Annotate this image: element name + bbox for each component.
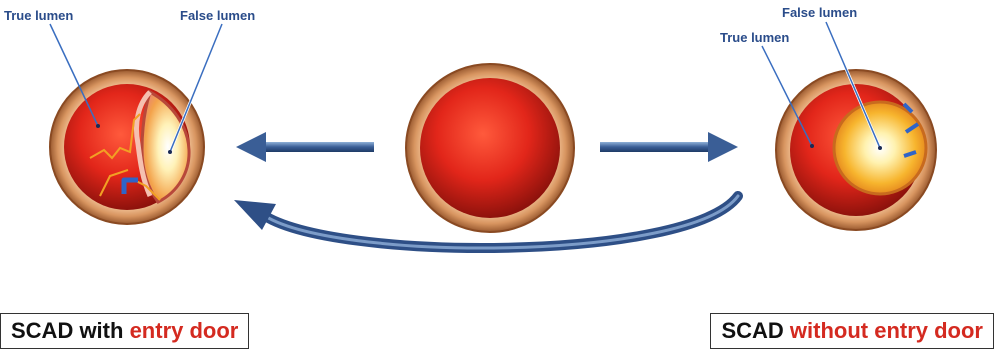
arrow-center-to-right bbox=[600, 132, 738, 162]
caption-left-prefix: SCAD with bbox=[11, 318, 130, 343]
caption-right: SCAD without entry door bbox=[710, 313, 994, 349]
left-true-lumen-dot bbox=[96, 124, 100, 128]
arrow-center-to-left bbox=[236, 132, 374, 162]
caption-left: SCAD with entry door bbox=[0, 313, 249, 349]
right-true-lumen-label: True lumen bbox=[720, 30, 789, 45]
center-vessel bbox=[406, 64, 574, 232]
right-true-lumen-dot bbox=[810, 144, 814, 148]
center-lumen bbox=[420, 78, 560, 218]
right-false-lumen-dot bbox=[878, 146, 882, 150]
left-false-lumen-label: False lumen bbox=[180, 8, 255, 23]
caption-left-highlight: entry door bbox=[130, 318, 239, 343]
right-false-lumen-label: False lumen bbox=[782, 5, 857, 20]
left-vessel bbox=[50, 70, 204, 224]
caption-right-highlight: without entry door bbox=[790, 318, 983, 343]
left-true-lumen-label: True lumen bbox=[4, 8, 73, 23]
left-false-lumen-dot bbox=[168, 150, 172, 154]
caption-right-prefix: SCAD bbox=[721, 318, 789, 343]
